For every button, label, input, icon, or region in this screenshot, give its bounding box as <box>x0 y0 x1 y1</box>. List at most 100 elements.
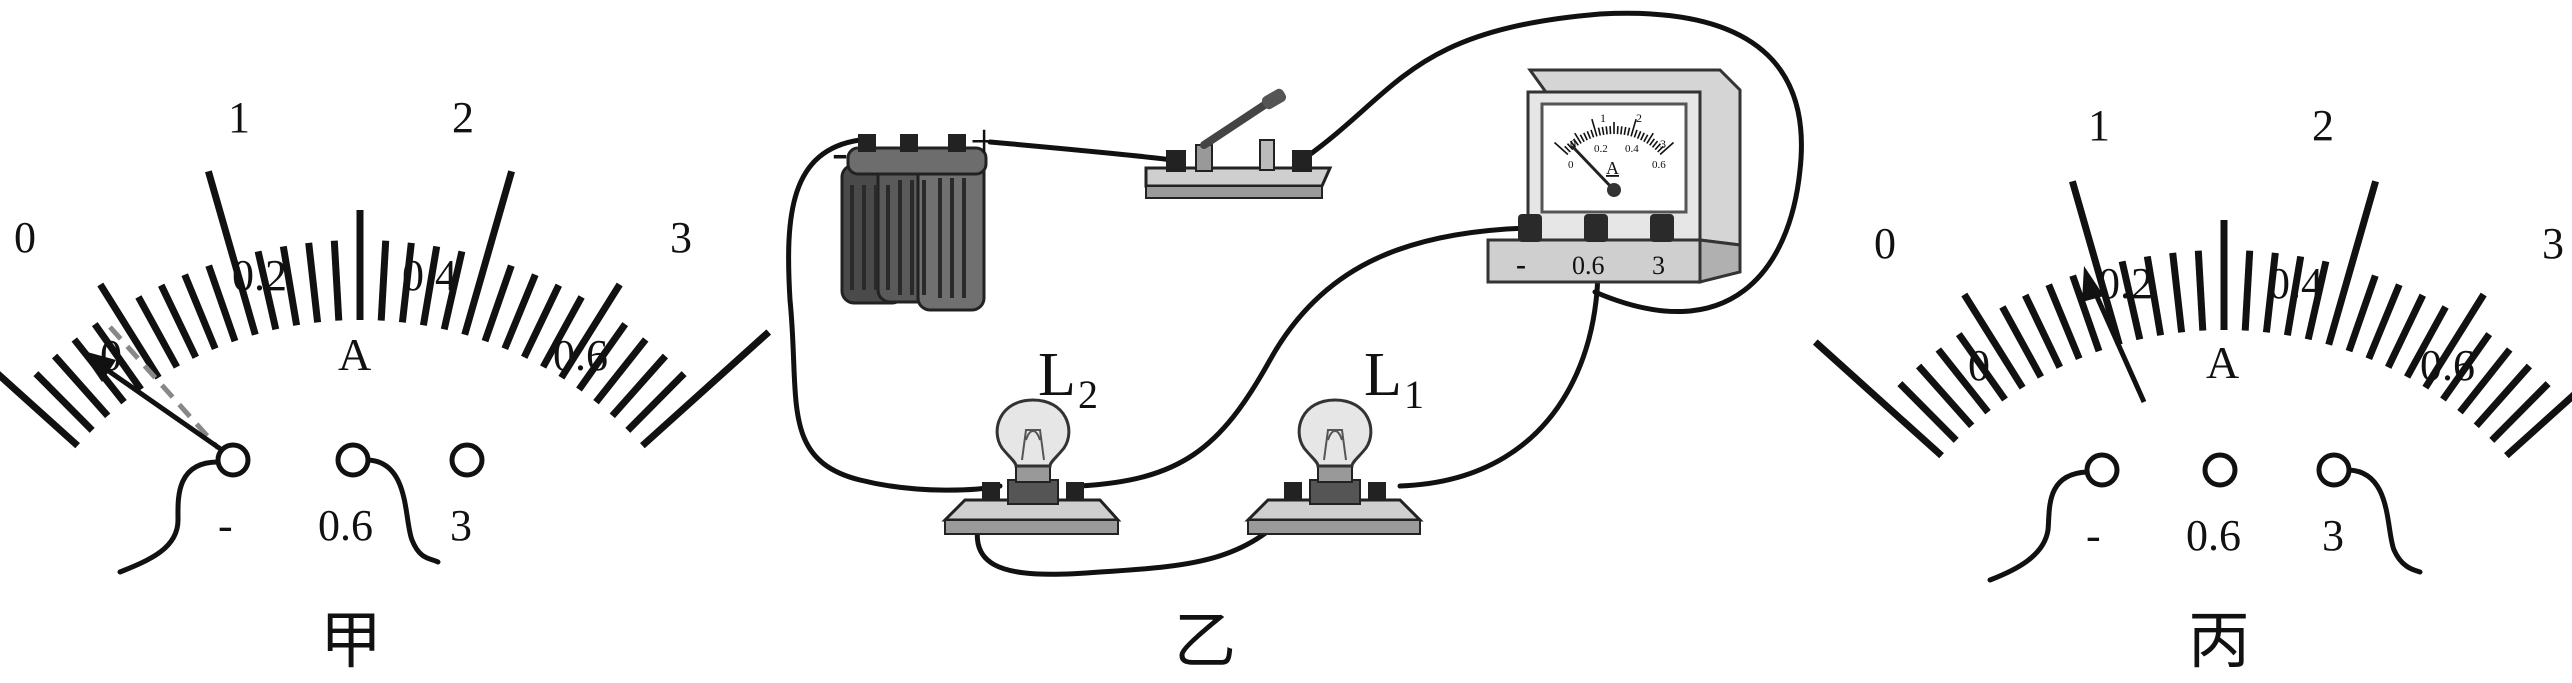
scale-tick <box>1915 363 1975 429</box>
scale-tick <box>521 283 562 359</box>
scale-tick <box>1591 118 1598 137</box>
scale-tick <box>501 273 539 351</box>
bing-top-label-3: 3 <box>2542 219 2564 268</box>
scale-tick <box>135 295 180 369</box>
scale-tick <box>2022 293 2063 369</box>
jia-zero-reference-dashed-line <box>108 325 220 450</box>
scale-tick <box>1657 145 1664 153</box>
knife-switch[interactable] <box>1144 87 1333 199</box>
jia-top-label-2: 2 <box>452 93 474 142</box>
bing-terminal-minus <box>2084 452 2120 488</box>
scale-tick <box>461 170 515 336</box>
circuit-ammeter-bottom-0.2: 0.2 <box>1594 143 1608 155</box>
scale-tick <box>181 273 219 351</box>
scale-tick <box>1651 140 1659 148</box>
lamp-l2-label: L <box>1038 341 1076 409</box>
scale-tick <box>377 240 390 321</box>
scale-tick <box>2241 250 2254 331</box>
circuit-ammeter: 0 1 2 3 0 0.2 0.4 0.6 A - 0.6 3 <box>1486 68 1742 284</box>
scale-tick <box>2194 250 2207 331</box>
circuit-ammeter-bottom-0.6: 0.6 <box>1652 159 1666 171</box>
scale-tick <box>1623 126 1627 136</box>
scale-tick <box>33 371 95 433</box>
circuit-ammeter-top-2: 2 <box>1636 111 1642 125</box>
jia-top-label-3: 3 <box>670 213 692 262</box>
jia-terminal-3-label: 3 <box>450 501 472 550</box>
scale-tick <box>1590 129 1595 138</box>
bing-terminal-0.6 <box>2202 452 2238 488</box>
scale-tick <box>1564 145 1571 153</box>
scale-tick <box>398 242 415 323</box>
circuit-ammeter-scale-ticks <box>1553 118 1675 156</box>
scale-tick <box>1659 141 1675 156</box>
scale-tick <box>1955 332 2008 402</box>
bing-bottom-label-0.6: 0.6 <box>2420 341 2475 390</box>
scale-tick <box>1640 132 1645 141</box>
scale-tick <box>2143 255 2165 336</box>
circuit-ammeter-terminal-0.6: 0.6 <box>1572 251 1605 280</box>
scale-tick <box>1654 143 1662 151</box>
circuit-ammeter-terminal-3: 3 <box>1652 251 1665 280</box>
scale-tick <box>1897 381 1959 443</box>
scale-tick <box>1605 126 1608 135</box>
scale-tick <box>1569 140 1577 148</box>
jia-needle <box>80 350 224 453</box>
scale-tick <box>2422 292 2487 390</box>
bing-bottom-label-0: 0 <box>1968 341 1990 390</box>
scale-tick <box>1626 127 1631 136</box>
battery-plus-label: + <box>970 113 998 169</box>
scale-tick <box>2304 260 2330 341</box>
scale-tick <box>1935 347 1991 415</box>
scale-tick <box>2385 293 2426 369</box>
scale-tick <box>2489 381 2551 443</box>
circuit-ammeter-bottom-0.4: 0.4 <box>1625 143 1639 155</box>
scale-tick <box>330 240 343 321</box>
scale-tick <box>1572 138 1579 146</box>
scale-tick <box>1812 339 1944 459</box>
scale-tick <box>2404 305 2449 379</box>
lamp-l1-subscript: 1 <box>1404 372 1424 417</box>
jia-caption: 甲 <box>320 608 382 676</box>
ammeter-jia: 0 1 2 3 0 0.2 0.4 0.6 A - 0.6 3 甲 <box>0 93 772 676</box>
scale-tick <box>481 264 515 343</box>
scale-tick <box>0 371 80 449</box>
jia-terminal-0.6-label: 0.6 <box>318 501 373 550</box>
bing-terminal-3 <box>2316 452 2352 488</box>
bing-bottom-label-0.4: 0.4 <box>2268 259 2323 308</box>
scale-tick <box>593 337 649 405</box>
scale-tick <box>2457 347 2513 415</box>
scale-tick <box>158 283 199 359</box>
wire-lamp2-to-lamp1 <box>975 492 1303 577</box>
scale-tick <box>609 353 669 419</box>
bing-terminal-3-label: 3 <box>2322 511 2344 560</box>
jia-top-label-0: 0 <box>14 213 36 262</box>
scale-tick <box>1630 118 1637 137</box>
bing-top-label-0: 0 <box>1874 219 1896 268</box>
scale-tick <box>254 250 280 331</box>
bing-caption: 丙 <box>2188 608 2250 676</box>
scale-tick <box>2069 180 2123 346</box>
bing-wire-3 <box>2346 467 2423 575</box>
scale-tick <box>1597 127 1602 136</box>
jia-terminal-0.6 <box>335 442 371 478</box>
scale-tick <box>205 170 259 336</box>
jia-unit-label: A <box>338 329 371 380</box>
scale-tick <box>97 282 162 380</box>
yi-caption: 乙 <box>1174 608 1236 676</box>
circuit-ammeter-terminal-minus: - <box>1516 248 1526 281</box>
scale-tick <box>540 295 585 369</box>
scale-tick <box>2045 283 2083 361</box>
wire-switch-to-ammeter-3 <box>1302 10 1804 314</box>
scale-tick <box>1643 134 1649 143</box>
battery-minus-label: - <box>832 126 848 179</box>
jia-terminal-minus <box>215 442 251 478</box>
lamp-l2-subscript: 2 <box>1078 372 1098 417</box>
ammeter-jia-scale-ticks <box>0 170 772 449</box>
scale-tick <box>1553 141 1569 156</box>
circuit-ammeter-top-3: 3 <box>1660 137 1666 151</box>
jia-bottom-label-0.2: 0.2 <box>232 251 287 300</box>
circuit-yi: - + 0 1 2 3 0 0.2 0.4 0.6 A <box>786 10 1804 676</box>
scale-tick <box>1646 132 1654 144</box>
scale-tick <box>305 242 322 323</box>
